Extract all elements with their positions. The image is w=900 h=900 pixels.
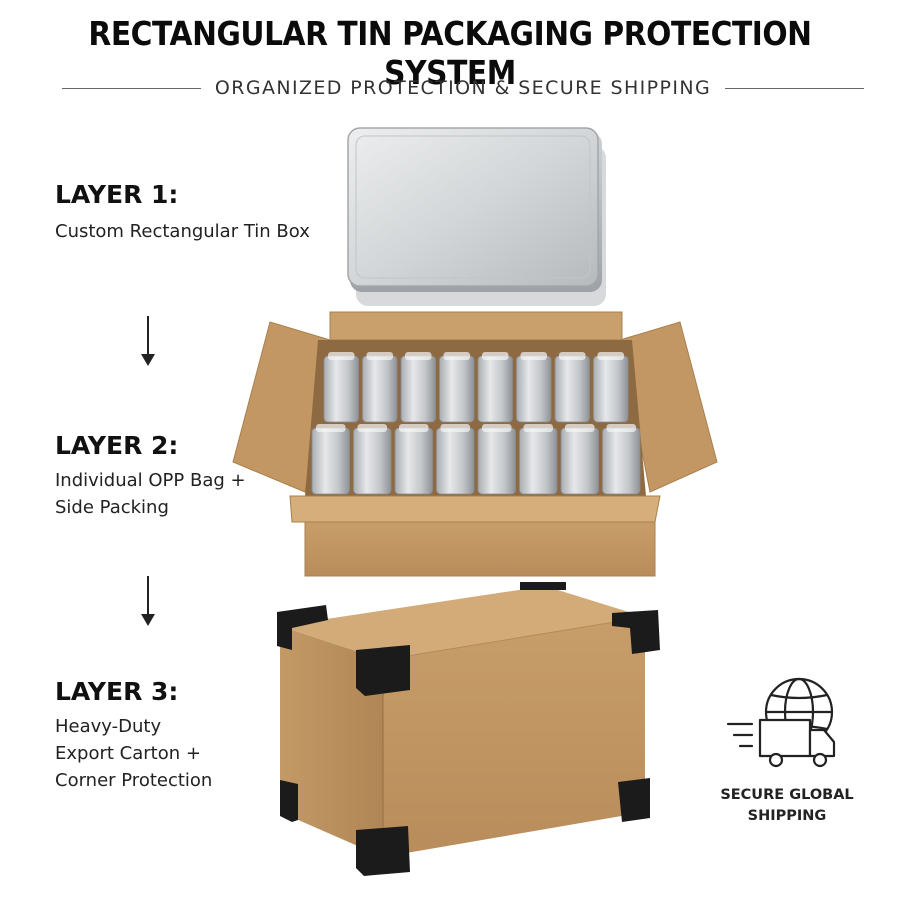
opp-bag-edge [328,352,355,360]
opp-bag-edge [366,352,393,360]
subtitle-row: ORGANIZED PROTECTION & SECURE SHIPPING [62,74,864,102]
bagged-tin [477,427,516,495]
bagged-tin [394,427,433,495]
opp-bag-edge [443,352,470,360]
opp-bag-edge [440,424,470,432]
layer-2-description: Individual OPP Bag + Side Packing [55,470,246,518]
opp-bag-edge [597,352,624,360]
bagged-tin [554,355,590,423]
open-carton-image [232,311,718,577]
opp-bag-edge [520,352,547,360]
layer-3-description: Heavy-Duty Export Carton + Corner Protec… [55,716,213,791]
opp-bag-edge [523,424,553,432]
opp-bag-edge [482,424,512,432]
layer-1-description: Custom Rectangular Tin Box [55,221,310,242]
bagged-tin [602,427,641,495]
page-subtitle: ORGANIZED PROTECTION & SECURE SHIPPING [214,77,712,99]
opp-bag-edge [606,424,636,432]
bagged-tin [400,355,436,423]
bagged-tin [519,427,558,495]
opp-bag-edge [357,424,387,432]
tin-grid [311,352,641,495]
opp-bag-edge [316,424,346,432]
right-divider [725,87,864,89]
opp-bag-edge [482,352,509,360]
bagged-tin [311,427,350,495]
opp-bag-edge [399,424,429,432]
bagged-tin [362,355,398,423]
opp-bag-edge [565,424,595,432]
down-arrow-icon [141,576,155,626]
left-divider [62,87,201,89]
tin-box-image [347,127,606,306]
layer-1-title: LAYER 1: [55,180,179,209]
page-title: RECTANGULAR TIN PACKAGING PROTECTION SYS… [88,14,812,92]
shipping-label: SECURE GLOBAL SHIPPING [720,787,854,824]
bagged-tin [477,355,513,423]
globe-delivery-truck-icon [726,677,836,768]
export-carton-image [277,582,660,876]
opp-bag-edge [559,352,586,360]
layer-3-title: LAYER 3: [55,677,179,706]
bagged-tin [516,355,552,423]
bagged-tin [436,427,475,495]
bagged-tin [439,355,475,423]
bagged-tin [323,355,359,423]
bagged-tin [560,427,599,495]
bagged-tin [353,427,392,495]
bagged-tin [593,355,629,423]
opp-bag-edge [405,352,432,360]
corner-protectors [277,582,660,876]
layer-2-title: LAYER 2: [55,431,179,460]
down-arrow-icon [141,316,155,366]
